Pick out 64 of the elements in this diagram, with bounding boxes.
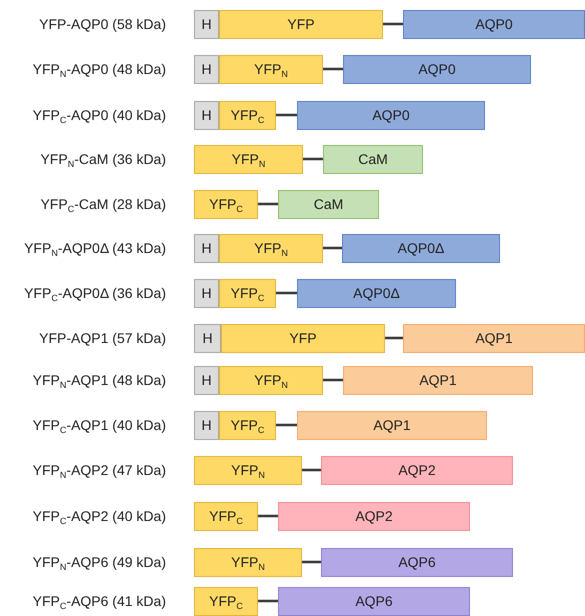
protein-domain-box: YFP$_{N}$ (219, 234, 323, 262)
protein-domain-box: H (194, 278, 219, 308)
protein-domain-box: AQP0Δ (342, 234, 500, 262)
protein-domain-box: H (194, 324, 221, 352)
protein-domain-box: H (194, 100, 219, 130)
linker-line (303, 158, 323, 160)
construct-label: YFP$_{N}$-AQP0Δ (43 kDa) (23, 239, 166, 257)
protein-domain-box: H (194, 366, 219, 394)
construct-label: YFP$_{C}$-AQP0Δ (36 kDa) (23, 284, 166, 302)
linker-line (258, 514, 278, 518)
protein-domain-box: YFP (221, 324, 385, 352)
construct-label: YFP$_{C}$-CaM (28 kDa) (39, 195, 166, 213)
protein-domain-box: YFP$_{C}$ (219, 100, 276, 130)
construct-label: YFP$_{N}$-AQP2 (47 kDa) (32, 461, 166, 479)
linker-line (323, 246, 342, 250)
construct-label: YFP-AQP1 (57 kDa) (38, 329, 166, 347)
linker-line (276, 114, 297, 116)
protein-domain-box: YFP$_{C}$ (219, 410, 276, 440)
construct-label: YFP$_{C}$-AQP0 (40 kDa) (32, 106, 166, 124)
construct-label: YFP$_{N}$-AQP0 (48 kDa) (32, 60, 166, 78)
protein-domain-box: YFP$_{C}$ (194, 190, 258, 218)
protein-domain-box: H (194, 54, 219, 84)
protein-domain-box: YFP (219, 10, 383, 38)
protein-domain-box: AQP6 (278, 586, 470, 616)
protein-domain-box: H (194, 234, 219, 262)
protein-domain-box: AQP0 (343, 54, 531, 84)
protein-domain-box: AQP2 (278, 502, 470, 530)
construct-label: YFP-AQP0 (58 kDa) (38, 15, 166, 33)
linker-line (258, 202, 278, 206)
protein-domain-box: AQP0Δ (297, 278, 456, 308)
protein-domain-box: CaM (323, 144, 423, 174)
protein-domain-box: H (194, 410, 219, 440)
linker-line (276, 424, 297, 426)
protein-domain-box: AQP6 (321, 548, 513, 576)
protein-domain-box: AQP0 (297, 100, 485, 130)
protein-domain-box: YFP$_{N}$ (194, 456, 302, 484)
protein-domain-box: YFP$_{N}$ (194, 548, 302, 576)
linker-line (323, 68, 343, 70)
protein-domain-box: AQP0 (403, 10, 585, 38)
linker-line (276, 292, 297, 294)
protein-domain-box: YFP$_{N}$ (219, 366, 323, 394)
linker-line (302, 560, 321, 564)
protein-domain-box: YFP$_{C}$ (194, 502, 258, 530)
protein-domain-box: YFP$_{C}$ (194, 586, 258, 616)
linker-line (258, 600, 278, 602)
construct-label: YFP$_{C}$-AQP6 (41 kDa) (32, 592, 166, 610)
linker-line (385, 336, 403, 340)
construct-label: YFP$_{C}$-AQP2 (40 kDa) (32, 507, 166, 525)
protein-domain-box: CaM (278, 190, 379, 218)
linker-line (302, 468, 321, 472)
construct-label: YFP$_{N}$-AQP6 (49 kDa) (32, 553, 166, 571)
construct-label: YFP$_{N}$-CaM (36 kDa) (39, 150, 166, 168)
protein-domain-box: AQP1 (403, 324, 585, 352)
protein-domain-box: YFP$_{N}$ (219, 54, 323, 84)
linker-line (323, 378, 343, 382)
protein-domain-box: H (194, 10, 219, 38)
protein-domain-box: YFP$_{C}$ (219, 278, 276, 308)
protein-domain-box: AQP1 (343, 366, 533, 394)
protein-domain-box: AQP1 (297, 410, 487, 440)
construct-label: YFP$_{N}$-AQP1 (48 kDa) (32, 371, 166, 389)
construct-label: YFP$_{C}$-AQP1 (40 kDa) (32, 416, 166, 434)
protein-domain-box: AQP2 (321, 456, 513, 484)
linker-line (383, 22, 403, 26)
protein-domain-box: YFP$_{N}$ (194, 144, 303, 174)
